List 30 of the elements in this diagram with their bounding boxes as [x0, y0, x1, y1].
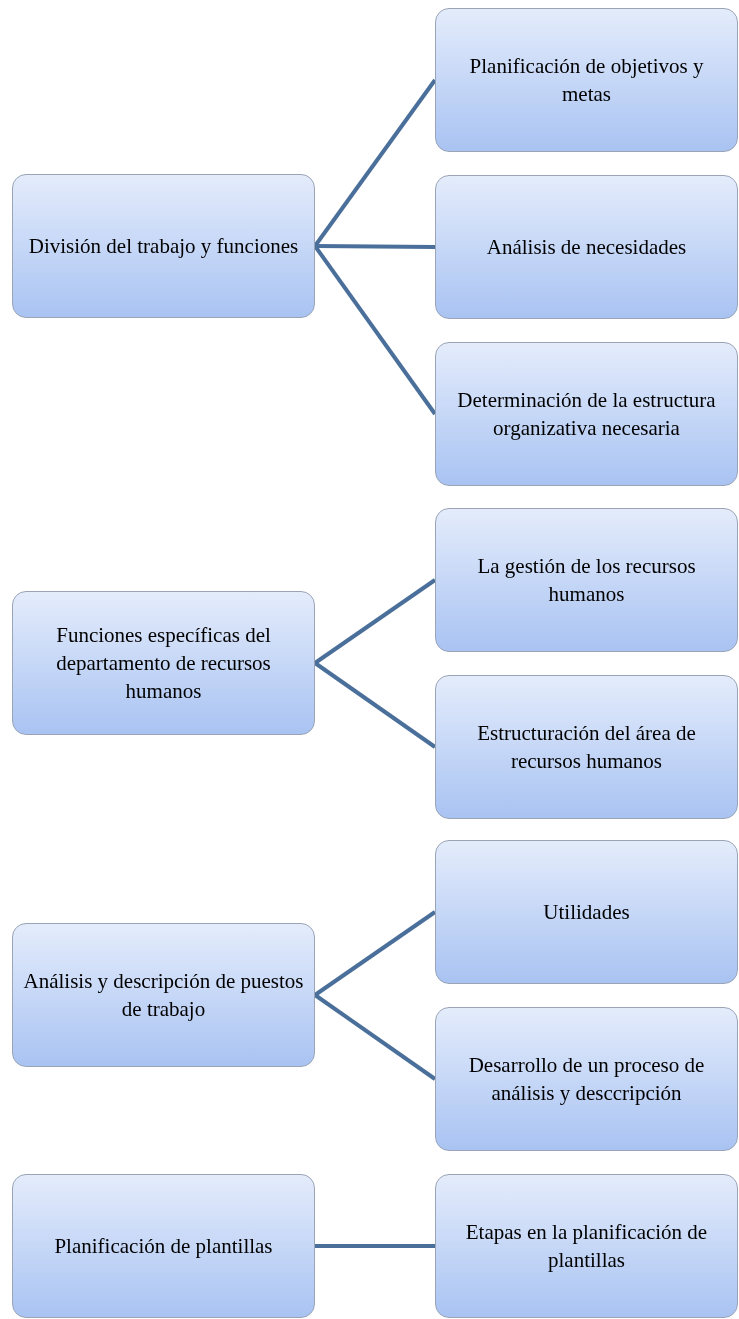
connector-line [313, 993, 437, 1081]
topic-box [435, 840, 738, 984]
connector-line [315, 244, 435, 249]
connector-line [313, 910, 437, 997]
connector-line [313, 661, 437, 749]
box-text: La gestión de los recursos humanos [476, 553, 697, 608]
topic-box [435, 675, 738, 819]
box-text: Utilidades [543, 899, 630, 926]
box-text: Planificación de objetivos y metas [468, 53, 705, 108]
box-text: Etapas en la planificación de plantillas [464, 1219, 709, 1274]
connector-line [315, 1244, 435, 1248]
topic-box [12, 923, 315, 1067]
topic-box [435, 1007, 738, 1151]
topic-box [435, 342, 738, 486]
box-text: Estructuración del área de recursos humanos [476, 720, 697, 775]
topic-box [435, 175, 738, 319]
box-text: Planificación de plantillas [54, 1233, 273, 1260]
box-text: Análisis de necesidades [486, 234, 687, 261]
box-text: Desarrollo de un proceso de análisis y desccripción [467, 1052, 706, 1107]
box-text: Funciones específicas del departamento de recursos humanos [55, 622, 272, 705]
box-text: División del trabajo y funciones [28, 233, 299, 260]
topic-box [12, 1174, 315, 1318]
connector-line [313, 578, 437, 665]
topic-box [12, 174, 315, 318]
topic-box [12, 591, 315, 735]
topic-box [435, 8, 738, 152]
box-text: Determinación de la estructura organizativa necesaria [456, 387, 717, 442]
topic-box [435, 508, 738, 652]
box-text: Análisis y descripción de puestos de trabajo [22, 968, 305, 1023]
topic-box [435, 1174, 738, 1318]
